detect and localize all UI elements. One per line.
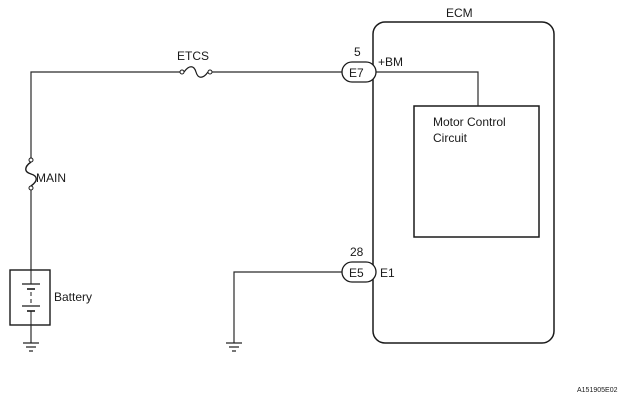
ecm-title: ECM	[446, 6, 473, 20]
etcs-fuse-icon	[179, 66, 213, 78]
main-to-etcs-wire	[30, 71, 180, 158]
connector-e5-pin: 28	[350, 245, 364, 259]
battery-icon	[9, 269, 51, 326]
figure-id: A151905E02	[577, 387, 618, 394]
connector-e5	[341, 261, 377, 283]
main-fuse-icon	[25, 157, 37, 191]
connector-e7-pin: 5	[354, 45, 361, 59]
battery-label: Battery	[54, 290, 92, 304]
terminal-e1-label: E1	[380, 266, 395, 280]
motor-control-label-line2: Circuit	[433, 131, 468, 145]
motor-control-circuit-box	[413, 105, 540, 238]
connector-e7	[341, 61, 377, 83]
main-fuse-label: MAIN	[36, 171, 66, 185]
motor-control-label-line1: Motor Control	[433, 115, 506, 129]
e5-ground-wire	[233, 271, 342, 343]
etcs-fuse-label: ETCS	[177, 49, 209, 63]
connector-e5-id: E5	[349, 266, 364, 280]
bm-internal-wire	[376, 71, 479, 106]
e5-ground-icon	[226, 342, 242, 352]
connector-e7-id: E7	[349, 66, 364, 80]
battery-ground-icon	[23, 342, 39, 352]
terminal-bm-label: +BM	[378, 55, 403, 69]
